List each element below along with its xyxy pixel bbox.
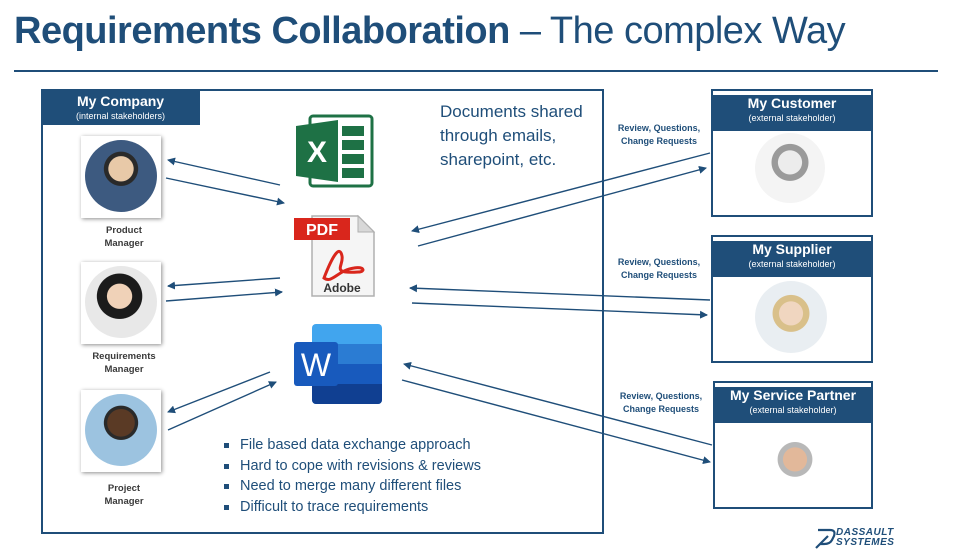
customer-box: My Customer (external stakeholder)	[711, 89, 873, 217]
list-item: File based data exchange approach	[222, 435, 481, 456]
svg-text:PDF: PDF	[306, 222, 338, 239]
customer-header: My Customer (external stakeholder)	[713, 95, 871, 131]
company-name: My Company	[76, 93, 165, 109]
service-partner-box: My Service Partner (external stakeholder…	[713, 381, 873, 509]
customer-request-label: Review, Questions, Change Requests	[617, 123, 701, 146]
company-subtitle: (internal stakeholders)	[75, 111, 166, 121]
excel-icon: X	[296, 114, 374, 188]
svg-text:Adobe: Adobe	[323, 281, 361, 295]
project-manager-label: Project Manager	[104, 483, 144, 507]
company-header: My Company (internal stakeholders)	[41, 89, 200, 125]
requirements-manager-photo	[81, 262, 161, 344]
title-bold: Requirements Collaboration	[14, 10, 510, 52]
title-divider	[14, 70, 938, 72]
product-manager-label: Product Manager	[104, 225, 144, 249]
list-item: Difficult to trace requirements	[222, 497, 481, 518]
project-manager-photo	[81, 390, 161, 472]
pdf-icon: PDF Adobe	[294, 214, 376, 297]
supplier-avatar	[755, 281, 827, 353]
documents-description: Documents shared through emails, sharepo…	[440, 102, 583, 169]
bullet-icon	[224, 443, 229, 448]
bullet-icon	[224, 484, 229, 489]
issues-list: File based data exchange approach Hard t…	[222, 435, 481, 517]
list-item: Hard to cope with revisions & reviews	[222, 456, 481, 477]
avatar	[85, 394, 157, 466]
supplier-header: My Supplier (external stakeholder)	[713, 241, 871, 277]
supplier-box: My Supplier (external stakeholder)	[711, 235, 873, 363]
supplier-request-label: Review, Questions, Change Requests	[617, 257, 701, 280]
avatar	[85, 140, 157, 212]
product-manager-photo	[81, 136, 161, 218]
list-item: Need to merge many different files	[222, 476, 481, 497]
service-partner-avatar	[759, 427, 831, 499]
customer-avatar	[755, 133, 825, 203]
service-partner-request-label: Review, Questions, Change Requests	[619, 391, 703, 414]
avatar	[85, 266, 157, 338]
service-partner-header: My Service Partner (external stakeholder…	[715, 387, 871, 423]
bullet-icon	[224, 463, 229, 469]
svg-text:W: W	[301, 347, 332, 383]
svg-text:X: X	[307, 136, 327, 169]
word-icon: W	[294, 324, 382, 404]
dassault-logo-icon	[815, 528, 836, 549]
requirements-manager-label: Requirements Manager	[92, 351, 156, 375]
slide-title: Requirements Collaboration – The complex…	[14, 10, 846, 53]
title-rest: – The complex Way	[509, 10, 846, 52]
dassault-logo-text: DASSAULT SYSTEMES	[836, 527, 895, 548]
bullet-icon	[224, 504, 229, 510]
